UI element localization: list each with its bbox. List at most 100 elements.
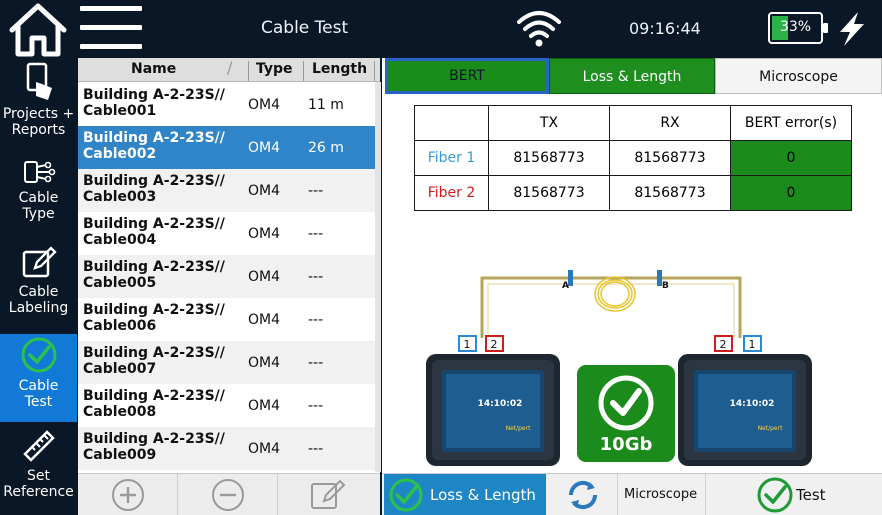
bert-table-header: BERT error(s) — [730, 105, 852, 141]
cable-name: Cable007 — [83, 361, 157, 377]
nav-label: Reports — [11, 122, 66, 138]
document-hand-icon — [26, 62, 52, 100]
port-1-label: 1 — [749, 338, 756, 351]
nav-cable-type[interactable]: Cable Type — [0, 158, 77, 236]
tx-value: 81568773 — [488, 175, 610, 211]
nav-label: Reference — [3, 484, 74, 500]
column-header-name[interactable]: Name — [131, 61, 177, 77]
cable-name: Cable002 — [83, 146, 157, 162]
home-icon[interactable] — [6, 2, 70, 58]
test-label: Test — [796, 486, 826, 504]
rx-value: 81568773 — [609, 175, 731, 211]
edit-icon — [311, 479, 346, 509]
table-row[interactable]: Building A-2-23S//Cable009 OM4 --- — [78, 427, 380, 470]
table-row[interactable]: Building A-2-23S//Cable005 OM4 --- — [78, 255, 380, 298]
left-port-labels: 1 2 — [458, 335, 504, 352]
nav-projects-reports[interactable]: Projects + Reports — [0, 58, 77, 146]
nav-label: Type — [22, 206, 55, 222]
wifi-icon — [517, 11, 561, 47]
tab-microscope[interactable]: Microscope — [715, 58, 882, 94]
port-2-label: 2 — [720, 338, 727, 351]
rx-value: 81568773 — [609, 140, 731, 176]
connection-diagram: A B 1 2 2 1 — [426, 270, 812, 466]
top-bar: Cable Test 09:16:44 33% — [0, 0, 882, 58]
table-row[interactable]: Building A-2-23S//Cable004 OM4 --- — [78, 212, 380, 255]
nav-cable-labeling[interactable]: Cable Labeling — [0, 246, 77, 328]
connector-a — [568, 270, 573, 286]
cable-length: --- — [308, 355, 324, 371]
device-brand: Net/pert — [506, 425, 532, 432]
fiber-label: Fiber 2 — [414, 175, 489, 211]
nav-set-reference[interactable]: Set Reference — [0, 428, 77, 515]
bert-error-value: 0 — [730, 140, 852, 176]
tab-bert[interactable]: BERT — [385, 58, 549, 94]
sort-indicator: / — [227, 58, 233, 77]
cable-length: 11 m — [308, 97, 344, 113]
cable-name: Building A-2-23S// — [83, 302, 225, 318]
connector-b — [657, 270, 662, 286]
cable-name: Building A-2-23S// — [83, 431, 225, 447]
right-tester-device: 14:10:02 Net/pert — [678, 354, 812, 466]
menu-icon[interactable] — [80, 6, 142, 52]
cable-type: OM4 — [248, 140, 281, 156]
nav-label: Set — [27, 468, 50, 484]
bert-table-header — [414, 105, 489, 141]
tab-loss-length[interactable]: Loss & Length — [549, 58, 715, 94]
charging-bolt-icon — [840, 12, 864, 46]
nav-label: Labeling — [8, 300, 69, 316]
cable-type: OM4 — [248, 312, 281, 328]
bert-error-value: 0 — [730, 175, 852, 211]
refresh-button[interactable] — [548, 474, 618, 515]
cable-length: --- — [308, 441, 324, 457]
test-button[interactable]: Test — [706, 474, 882, 515]
check-circle-icon — [21, 337, 56, 373]
cable-type: OM4 — [248, 97, 281, 113]
list-toolbar — [78, 473, 380, 515]
remove-cable-button[interactable] — [178, 474, 278, 515]
table-row[interactable]: Building A-2-23S//Cable001 OM4 11 m — [78, 83, 380, 126]
table-row[interactable]: Building A-2-23S//Cable007 OM4 --- — [78, 341, 380, 384]
clock: 09:16:44 — [629, 19, 701, 38]
cable-name: Building A-2-23S// — [83, 130, 225, 146]
refresh-icon — [568, 480, 598, 510]
nav-cable-test[interactable]: Cable Test — [0, 334, 77, 422]
microscope-button[interactable]: Microscope — [618, 474, 706, 515]
edit-cable-button[interactable] — [278, 474, 380, 515]
cable-length: 26 m — [308, 140, 344, 156]
table-row[interactable]: Building A-2-23S//Cable003 OM4 --- — [78, 169, 380, 212]
cable-name: Cable008 — [83, 404, 157, 420]
cable-list: Name / Type Length Building A-2-23S//Cab… — [78, 58, 380, 473]
table-row[interactable]: Building A-2-23S//Cable006 OM4 --- — [78, 298, 380, 341]
add-cable-button[interactable] — [78, 474, 178, 515]
result-tabs: BERT Loss & Length Microscope — [382, 58, 882, 94]
bert-table-header: RX — [609, 105, 731, 141]
column-header-length[interactable]: Length — [312, 61, 368, 77]
column-header-type[interactable]: Type — [256, 61, 293, 77]
cable-type-icon — [23, 161, 55, 183]
cable-name: Cable004 — [83, 232, 157, 248]
cable-name: Cable003 — [83, 189, 157, 205]
cable-name: Cable001 — [83, 103, 157, 119]
fiber-label: Fiber 1 — [414, 140, 489, 176]
nav-label: Projects + — [2, 106, 75, 122]
tx-value: 81568773 — [488, 140, 610, 176]
test-result-panel: BERT Loss & Length Microscope TX RX BERT… — [382, 58, 882, 473]
list-scrollbar[interactable] — [375, 82, 381, 472]
cable-name: Building A-2-23S// — [83, 173, 225, 189]
table-row[interactable]: Building A-2-23S//Cable008 OM4 --- — [78, 384, 380, 427]
device-brand: Net/pert — [758, 425, 784, 432]
cable-type: OM4 — [248, 441, 281, 457]
nav-label: Cable — [18, 378, 59, 394]
loss-length-button[interactable]: Loss & Length — [384, 474, 546, 515]
cable-name: Cable005 — [83, 275, 157, 291]
battery-indicator: 33% — [768, 12, 828, 44]
cable-name: Building A-2-23S// — [83, 388, 225, 404]
table-row-selected[interactable]: Building A-2-23S//Cable002 OM4 26 m — [78, 126, 380, 169]
microscope-label: Microscope — [624, 487, 698, 502]
cable-type: OM4 — [248, 226, 281, 242]
speed-badge-label: 10Gb — [600, 434, 653, 455]
minus-circle-icon — [212, 479, 244, 511]
cable-length: --- — [308, 312, 324, 328]
fiber-coil — [594, 276, 636, 312]
